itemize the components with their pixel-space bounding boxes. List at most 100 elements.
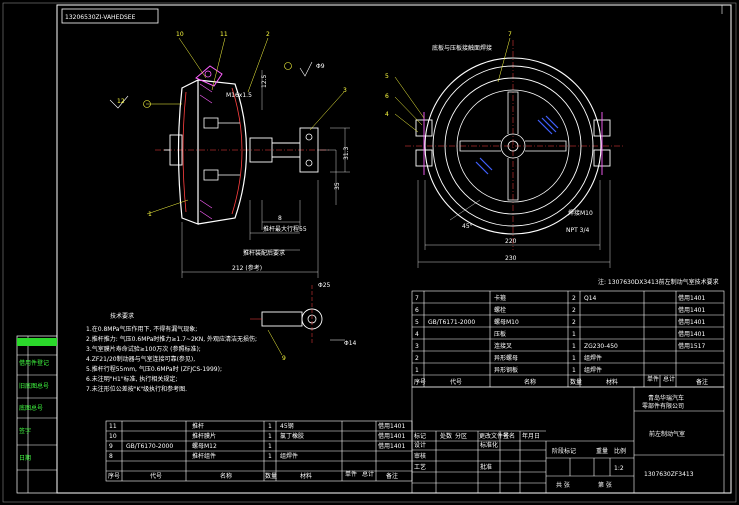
bhdr-total: 总计 bbox=[362, 470, 374, 478]
dim-clevis: Φ14 bbox=[344, 340, 357, 347]
tb-sign: 签名 bbox=[503, 432, 515, 440]
balloon-9: 9 bbox=[282, 355, 286, 362]
tb-weight: 重量 bbox=[596, 447, 608, 455]
tb-stage: 阶段标记 bbox=[552, 447, 576, 455]
dim-phi: Φ9 bbox=[316, 63, 325, 70]
row-note: 借用1401 bbox=[378, 422, 405, 430]
row-no: 1 bbox=[415, 367, 419, 374]
row-no: 8 bbox=[109, 453, 113, 460]
bhdr-name: 名称 bbox=[220, 472, 232, 480]
row-note: 借用1517 bbox=[678, 342, 705, 350]
tb-review: 审核 bbox=[414, 452, 426, 460]
dim-31-3: 31.3 bbox=[343, 146, 350, 160]
row-qty: 1 bbox=[572, 343, 576, 350]
dim-12-5: 12.5 bbox=[261, 74, 268, 88]
row-no: 4 bbox=[415, 331, 419, 338]
section-note: 底板与压板接触面焊接 bbox=[432, 44, 492, 52]
row-code: GB/T6170-2000 bbox=[126, 443, 173, 450]
row-qty: 1 bbox=[572, 367, 576, 374]
bhdr-mat: 材料 bbox=[300, 472, 312, 480]
tb-count: 处数 bbox=[440, 432, 452, 440]
row-name: 压板 bbox=[494, 330, 506, 338]
row-material: 氯丁橡胶 bbox=[280, 432, 304, 440]
footnote: 注: 1307630DX3413前左制动气室技术要求 bbox=[598, 278, 719, 286]
chamber-body-left bbox=[177, 79, 199, 225]
tab-label-2: 旧底图总号 bbox=[19, 382, 49, 390]
drawing-number-box bbox=[61, 8, 159, 24]
tb-date: 年月日 bbox=[522, 432, 540, 440]
row-name: 异形钢板 bbox=[494, 366, 518, 374]
bhdr-single: 单件 bbox=[345, 470, 357, 478]
row-qty: 2 bbox=[572, 295, 576, 302]
row-material: Q14 bbox=[584, 295, 597, 302]
bhdr-qty: 数量 bbox=[265, 472, 277, 480]
dim-35: 35 bbox=[334, 182, 341, 190]
tb-design: 设计 bbox=[414, 441, 426, 449]
tb-sheet: 第 张 bbox=[598, 481, 612, 489]
row-name: 推杆 bbox=[192, 422, 204, 430]
row-qty: 1 bbox=[572, 355, 576, 362]
dim-d25: Φ25 bbox=[318, 282, 331, 289]
dim-nut: M16x1.5 bbox=[226, 92, 252, 99]
row-note: 借用1401 bbox=[378, 442, 405, 450]
front-view: 220 230 45° NPT 3/4 焊接M10 底板与压板接触面焊接 bbox=[405, 40, 625, 268]
hdr-no: 序号 bbox=[414, 378, 426, 386]
parts-list-right bbox=[411, 290, 725, 388]
hdr-code: 代号 bbox=[450, 378, 462, 386]
company-line2: 零部件有限公司 bbox=[642, 402, 684, 410]
tab-label-5: 日期 bbox=[19, 454, 31, 462]
tech-item-7: 7.未注形位公差按"K"级执行和参考图. bbox=[86, 385, 187, 393]
clamp-band-outer bbox=[424, 57, 602, 235]
dim-220: 220 bbox=[505, 238, 517, 245]
row-name: 连接叉 bbox=[494, 342, 512, 350]
tech-requirements: 技术要求 1.在0.8MPa气压作用下, 不得有漏气现象; 2.推杆推力: 气压… bbox=[86, 312, 257, 393]
balloon-1: 1 bbox=[148, 211, 152, 218]
bhdr-code: 代号 bbox=[150, 472, 162, 480]
tech-item-6: 6.未注明"H1"标准, 执行相关规定; bbox=[86, 375, 177, 383]
company-line1: 青岛华瑞汽车 bbox=[648, 394, 684, 402]
row-qty: 1 bbox=[268, 453, 272, 460]
row-qty: 2 bbox=[572, 319, 576, 326]
drawing-border bbox=[56, 4, 732, 494]
row-note: 借用1401 bbox=[678, 330, 705, 338]
bhdr-note: 备注 bbox=[386, 472, 398, 480]
balloon-4: 4 bbox=[385, 111, 389, 118]
balloon-5: 5 bbox=[385, 73, 389, 80]
tb-approve: 批准 bbox=[480, 463, 492, 471]
hdr-mat: 材料 bbox=[606, 378, 618, 386]
hdr-single: 单件 bbox=[647, 375, 659, 383]
tab-label-1: 借用件登记 bbox=[19, 359, 49, 367]
row-name: 螺母M10 bbox=[494, 318, 519, 326]
row-qty: 1 bbox=[268, 443, 272, 450]
row-material: 组焊件 bbox=[280, 452, 298, 460]
push-rod-detail: 9 Φ25 Φ14 bbox=[250, 282, 357, 362]
tab-label-3: 底图总号 bbox=[19, 404, 43, 412]
drawing-number-mirrored: 13206530ZI-VAHEDSEE bbox=[65, 14, 136, 21]
balloon-3: 3 bbox=[343, 87, 347, 94]
balloon-2: 2 bbox=[266, 31, 270, 38]
tb-zone: 分区 bbox=[455, 432, 467, 440]
tech-item-5: 5.推杆行程55mm, 气压0.6MPa时 (ZFJCS-1999); bbox=[86, 365, 222, 373]
row-note: 借用1401 bbox=[678, 306, 705, 314]
dim-total-length: 212 (参考) bbox=[232, 264, 262, 272]
row-no: 9 bbox=[109, 443, 113, 450]
dim-stroke-note: 推杆最大行程55 bbox=[263, 225, 307, 233]
row-note: 借用1401 bbox=[678, 318, 705, 326]
parts-list-bottom bbox=[105, 420, 413, 482]
title-block-text: 标记 处数 分区 更改文件号 签名 年月日 设计 标准化 审核 工艺 批准 阶段… bbox=[414, 394, 694, 489]
chamber-body-right bbox=[197, 79, 248, 225]
dim-230: 230 bbox=[505, 255, 517, 262]
dim-pushrod-note: 推杆装配后要求 bbox=[243, 249, 285, 257]
tb-sheets: 共 张 bbox=[556, 481, 570, 489]
tb-scale: 1:2 bbox=[614, 465, 624, 472]
row-note: 借用1401 bbox=[378, 432, 405, 440]
balloons-front: 5 6 4 7 bbox=[385, 31, 512, 133]
row-qty: 1 bbox=[268, 433, 272, 440]
product-name: 前左制动气室 bbox=[649, 430, 685, 438]
hdr-qty: 数量 bbox=[570, 378, 582, 386]
tb-standard: 标准化 bbox=[480, 441, 498, 449]
row-no: 11 bbox=[109, 423, 117, 430]
title-block bbox=[411, 386, 725, 494]
